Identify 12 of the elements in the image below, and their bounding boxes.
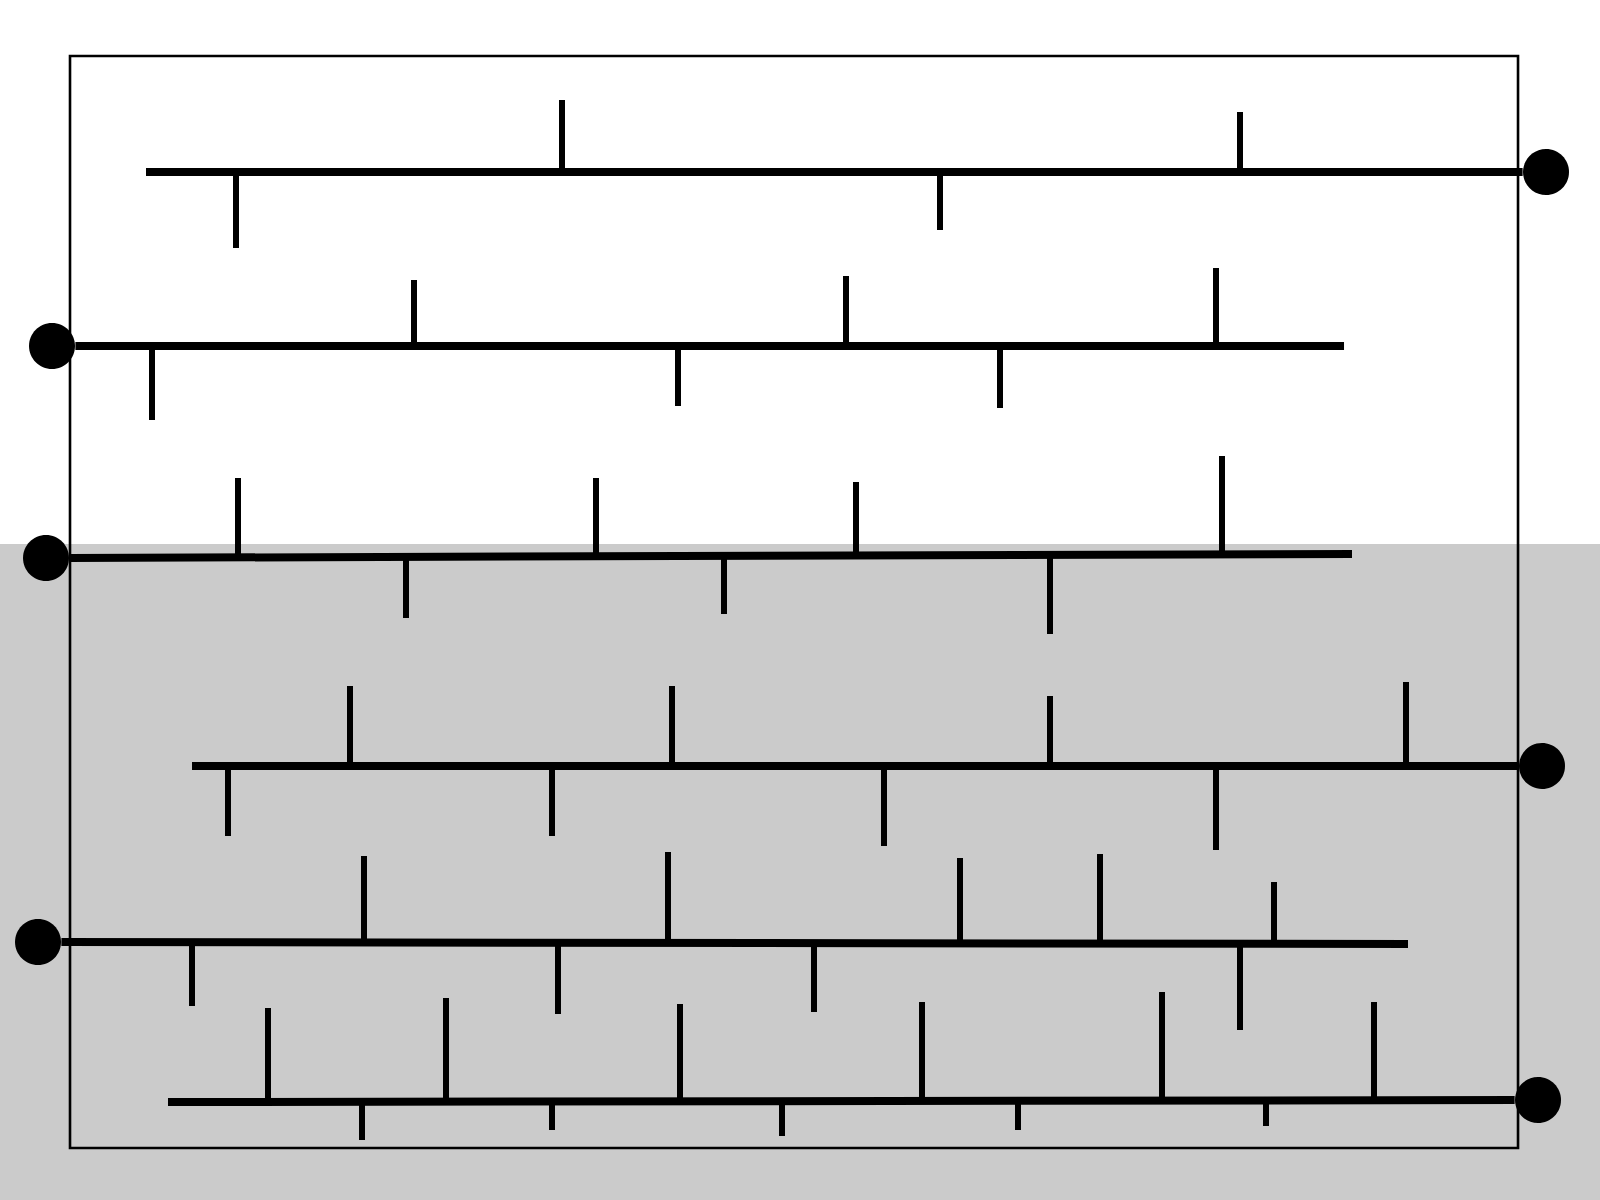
line <box>75 342 1344 350</box>
line <box>69 550 1353 562</box>
dot <box>15 919 61 965</box>
line <box>146 168 1523 176</box>
line <box>168 1096 1515 1106</box>
dot <box>1523 149 1569 195</box>
line <box>61 938 1409 948</box>
dot <box>1515 1077 1561 1123</box>
dot <box>23 535 69 581</box>
dot <box>29 323 75 369</box>
dot <box>1519 743 1565 789</box>
line <box>192 762 1519 770</box>
